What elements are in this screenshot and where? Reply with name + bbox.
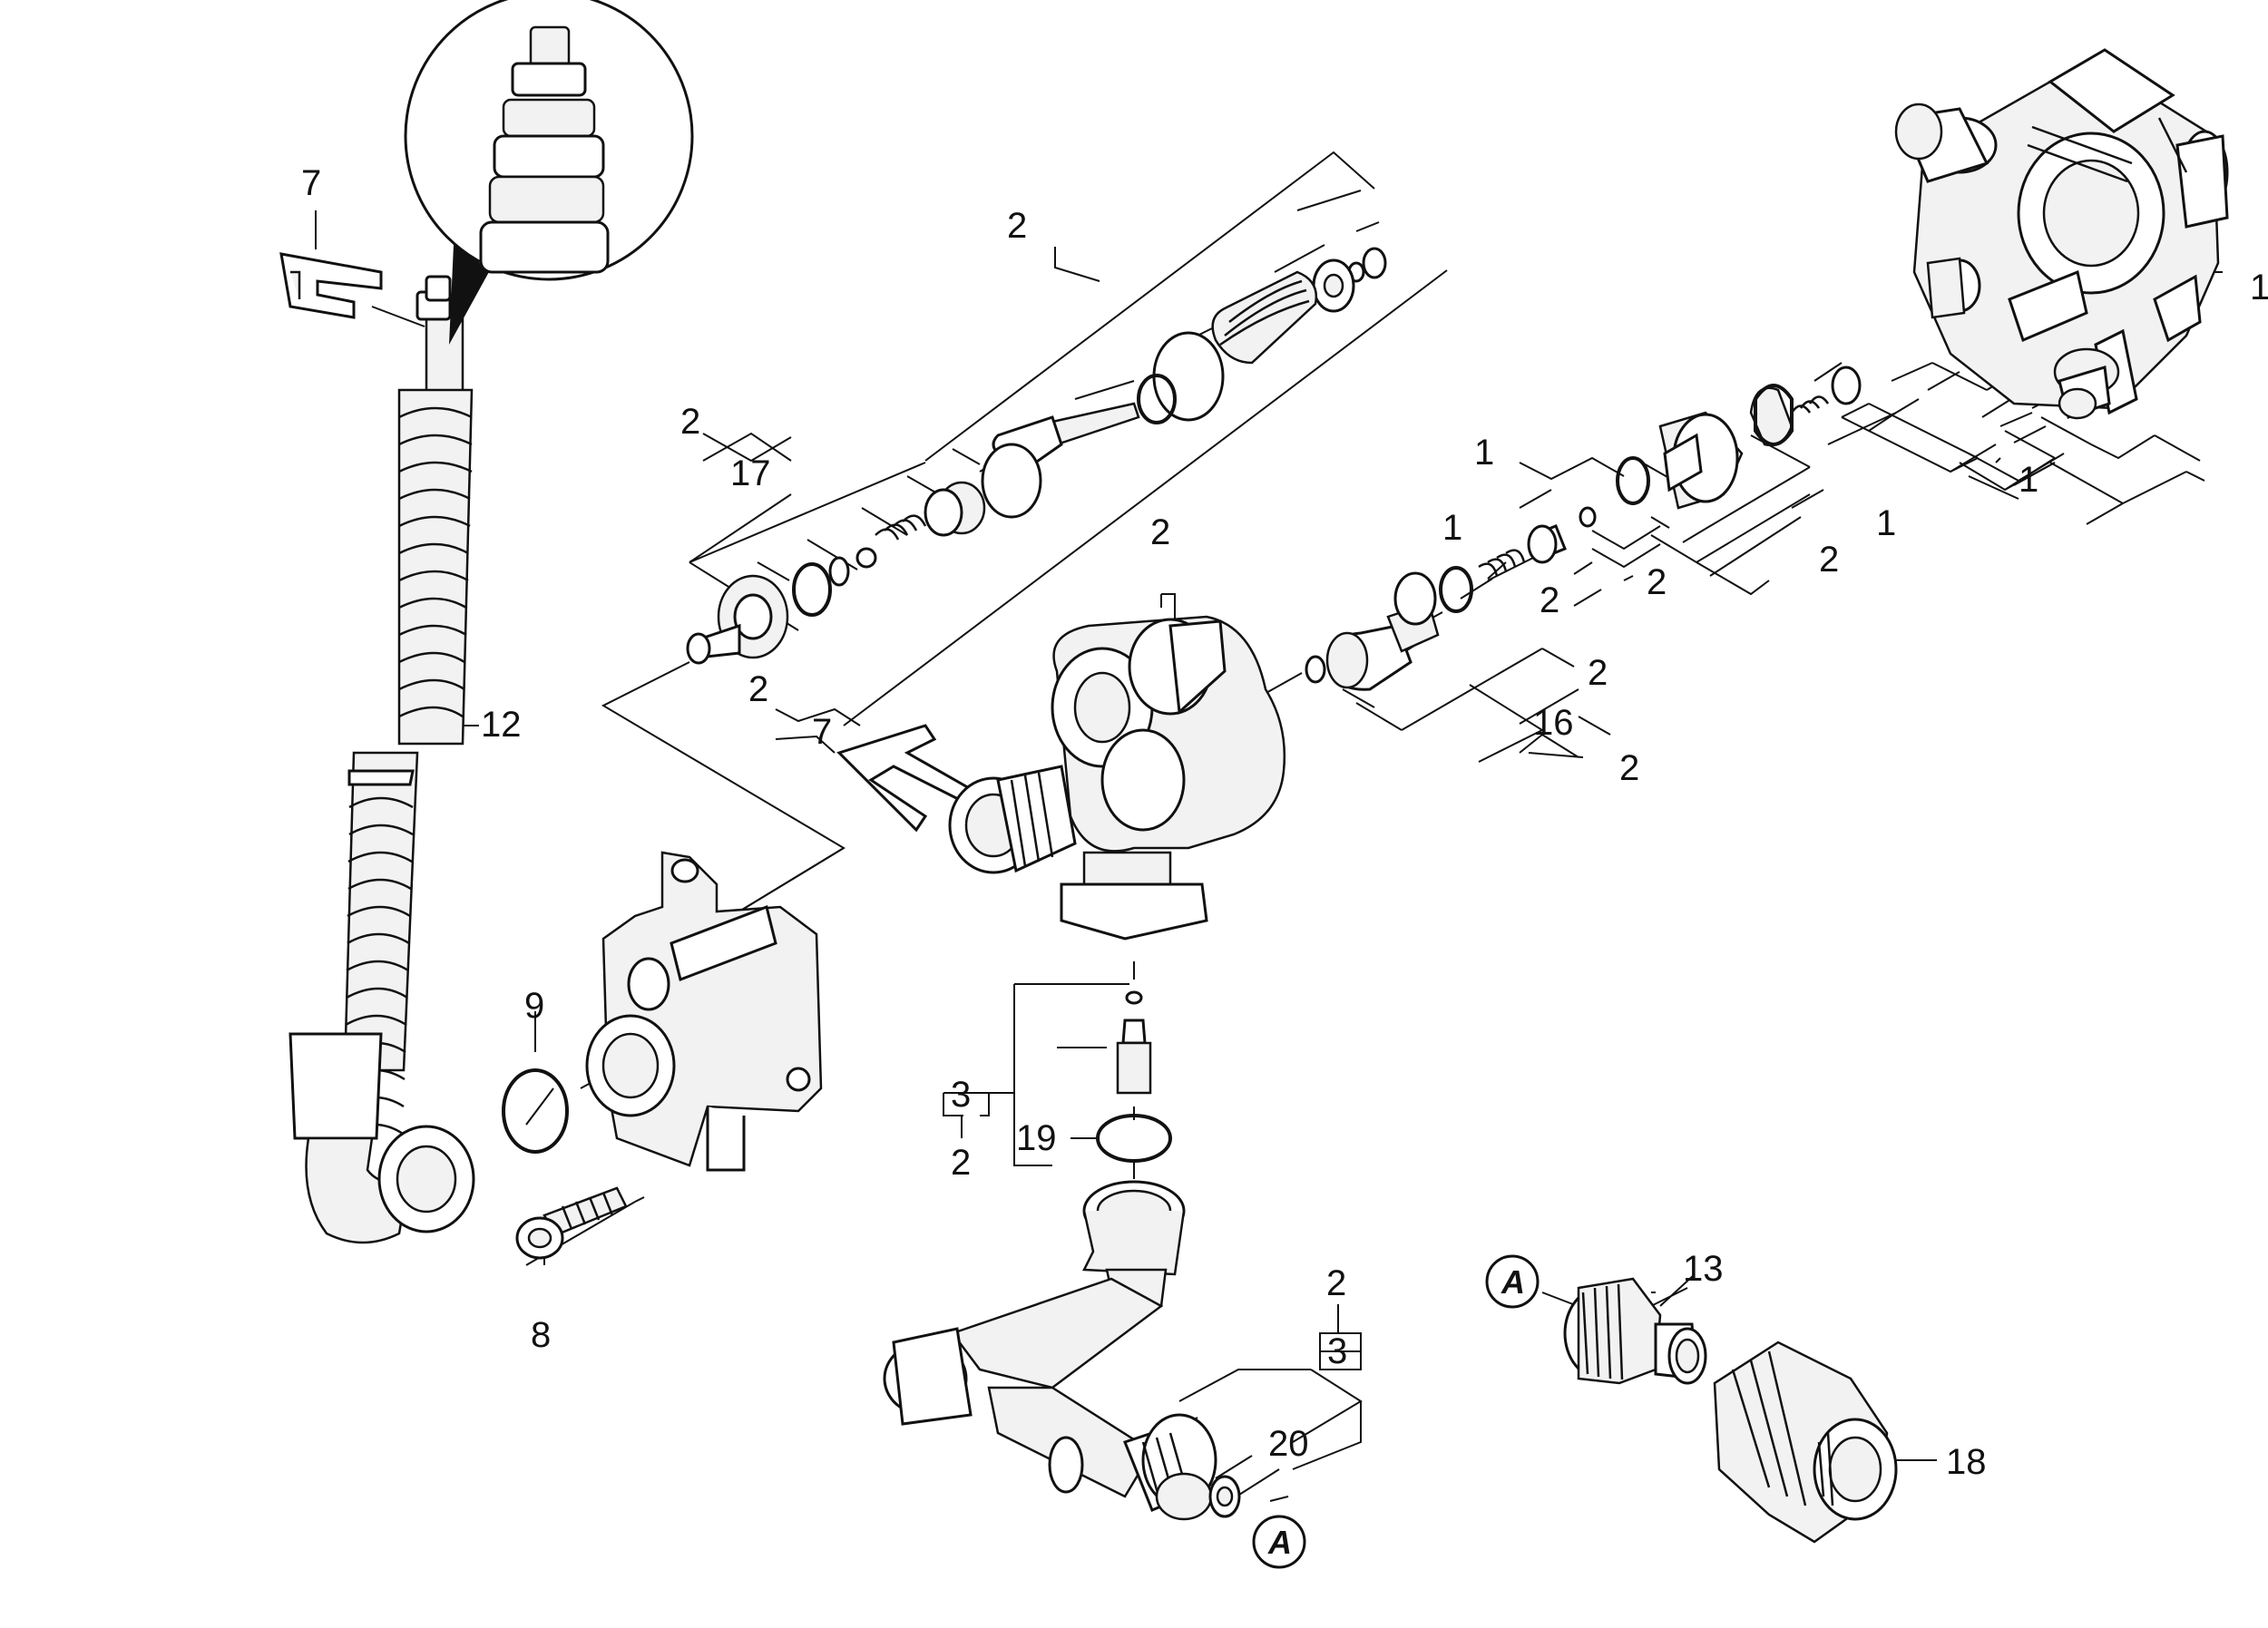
hose-coupling-13 (1563, 1277, 1707, 1385)
part-label-1: 1 (1474, 433, 1494, 473)
magnified-detail-circle (404, 0, 694, 345)
part-label-2: 2 (1588, 653, 1608, 693)
part-label-7: 7 (301, 163, 321, 203)
part-label-2: 2 (1326, 1263, 1346, 1303)
part-label-2: 2 (1819, 540, 1839, 580)
svg-text:A: A (1501, 1263, 1525, 1301)
high-pressure-hose (288, 275, 475, 1244)
part-label-19: 19 (1016, 1118, 1057, 1158)
part-number-labels: 7 2 1 2 17 1 1 1 1 2 2 2 2 2 12 2 7 16 2… (301, 163, 2268, 1482)
o-ring-9 (502, 1068, 569, 1154)
svg-text:A: A (1267, 1524, 1292, 1561)
part-label-17: 17 (730, 453, 771, 493)
part-label-2: 2 (951, 1143, 971, 1183)
part-label-2: 2 (1540, 580, 1559, 620)
check-valve-parts (1096, 990, 1172, 1163)
part-label-2: 2 (748, 669, 768, 709)
part-label-1: 1 (1442, 508, 1462, 548)
leader-lines (315, 151, 2223, 1502)
quick-coupling-18 (1713, 1340, 1898, 1544)
top-valve-assembly (686, 247, 1387, 665)
part-label-20: 20 (1268, 1424, 1309, 1464)
pump-housing-flange (585, 851, 823, 1172)
connection-callout-a-upper: A (1485, 1254, 1540, 1309)
part-label-7: 7 (812, 712, 832, 752)
part-label-8: 8 (531, 1315, 551, 1355)
part-label-2: 2 (680, 402, 700, 442)
part-label-9: 9 (524, 986, 544, 1026)
part-label-16: 16 (1533, 703, 1574, 743)
pump-assembly (1894, 48, 2229, 420)
part-label-1: 1 (2250, 268, 2268, 307)
part-label-3: 3 (951, 1075, 971, 1115)
part-label-1: 1 (2019, 460, 2038, 500)
part-label-1: 1 (1876, 503, 1896, 543)
part-label-2: 2 (1619, 748, 1639, 788)
connection-callout-a-lower: A (1252, 1515, 1306, 1569)
right-valve-chain (1305, 366, 1862, 691)
part-label-13: 13 (1683, 1249, 1724, 1289)
part-label-18: 18 (1946, 1442, 1987, 1482)
part-label-2: 2 (1150, 512, 1170, 552)
retaining-clip-top (279, 252, 383, 319)
part-label-3: 3 (1327, 1331, 1347, 1371)
part-label-2: 2 (1647, 562, 1667, 602)
valve-body (948, 615, 1286, 941)
screw-8 (515, 1186, 628, 1260)
part-label-12: 12 (481, 705, 522, 745)
part-label-2: 2 (1007, 206, 1027, 246)
inlet-pipe-assembly (883, 1180, 1241, 1521)
